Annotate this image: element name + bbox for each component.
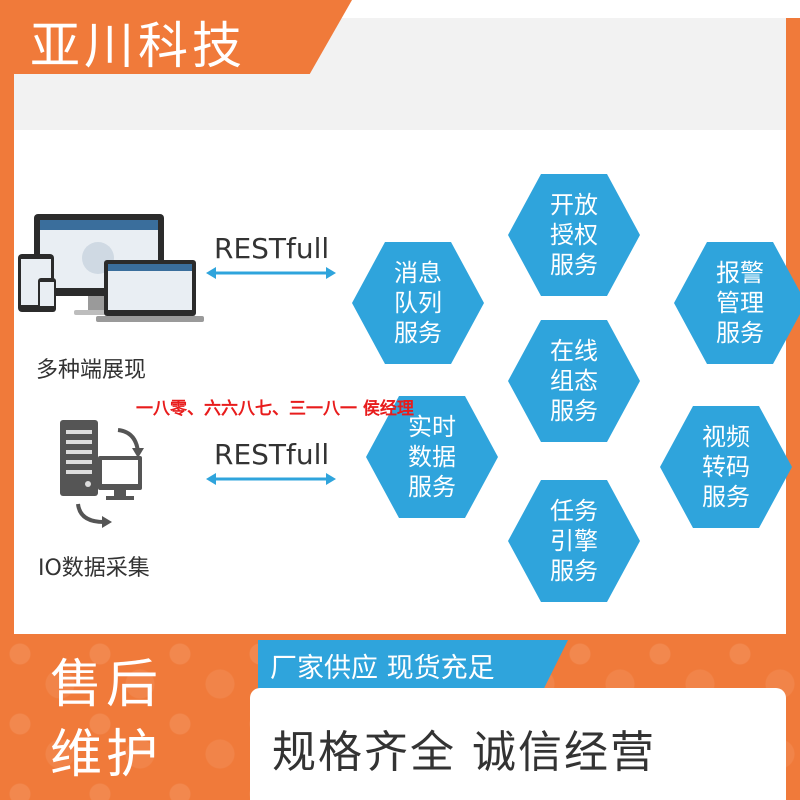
- hex-video-transcode-service: 视频转码服务: [660, 406, 792, 528]
- left-frame: [0, 74, 14, 634]
- multi-terminal-label: 多种端展现: [36, 358, 147, 383]
- supply-ribbon: [258, 640, 568, 690]
- double-arrow-icon: [206, 473, 336, 485]
- hex-open-auth-service: 开放授权服务: [508, 174, 640, 296]
- brand-banner: [0, 0, 352, 74]
- rest-label-top: RESTfull: [214, 232, 330, 265]
- server-computer-icon: [60, 420, 144, 528]
- hex-alarm-management-service: 报警管理服务: [674, 242, 800, 364]
- rest-label-bottom: RESTfull: [214, 438, 330, 471]
- hex-message-queue-service: 消息队列服务: [352, 242, 484, 364]
- io-collection-label: IO数据采集: [38, 556, 150, 581]
- contact-overlay: 一八零、六六八七、三一八一 侯经理: [136, 399, 414, 419]
- hex-task-engine-service: 任务引擎服务: [508, 480, 640, 602]
- after-sales-label: 售后维护: [50, 655, 163, 785]
- hex-realtime-data-service: 实时数据服务: [366, 396, 498, 518]
- right-frame: [786, 18, 800, 638]
- brand-name: 亚川科技: [30, 17, 246, 75]
- devices-icon: [18, 214, 204, 322]
- slogan-text: 规格齐全 诚信经营: [272, 727, 656, 778]
- hex-online-config-service: 在线组态服务: [508, 320, 640, 442]
- double-arrow-icon: [206, 267, 336, 279]
- supply-ribbon-text: 厂家供应 现货充足: [270, 653, 495, 684]
- slogan-panel: [250, 688, 786, 800]
- architecture-diagram: 多种端展现 IO数据采集 RESTfull RESTfull 开放授权服务 消息…: [14, 130, 800, 634]
